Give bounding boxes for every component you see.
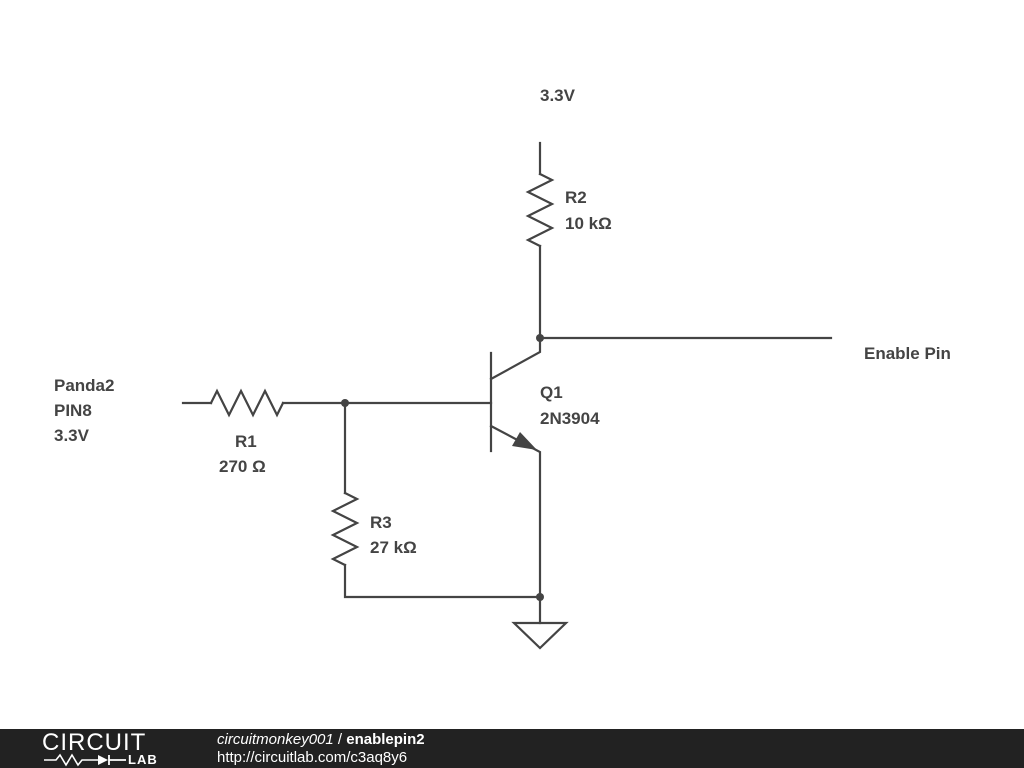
circuit-schematic: 3.3V R2 10 kΩ Enable Pin Panda2 PIN8 3.3… (54, 86, 951, 650)
label-enable-pin: Enable Pin (864, 344, 951, 363)
label-r2-value: 10 kΩ (565, 214, 612, 233)
footer-url-link[interactable]: http://circuitlab.com/c3aq8y6 (217, 749, 408, 766)
resistor-r1 (209, 388, 285, 418)
q1-collector-lead (489, 336, 542, 381)
label-input-line2: PIN8 (54, 401, 92, 420)
label-input-line3: 3.3V (54, 426, 90, 445)
logo-resistor-diode-icon (44, 753, 126, 767)
footer-project-link[interactable]: enablepin2 (346, 731, 425, 748)
footer-separator: / (333, 731, 347, 748)
logo-text-circuit: CIRCUIT (42, 729, 147, 756)
logo-text-lab: LAB (128, 752, 158, 767)
transistor-q1 (489, 336, 542, 600)
q1-emitter-lead (489, 424, 542, 600)
q1-emitter-arrow (512, 432, 537, 450)
label-r1-ref: R1 (235, 432, 257, 451)
label-r3-value: 27 kΩ (370, 538, 417, 557)
label-r2-ref: R2 (565, 188, 587, 207)
label-q1-part: 2N3904 (540, 409, 600, 428)
label-supply: 3.3V (540, 86, 576, 105)
label-input-line1: Panda2 (54, 376, 114, 395)
label-q1-ref: Q1 (540, 383, 563, 402)
footer-title: circuitmonkey001 / enablepin2 (217, 731, 425, 748)
footer-user-link[interactable]: circuitmonkey001 (217, 731, 334, 748)
resistor-r2 (525, 172, 555, 248)
ground-icon (511, 621, 569, 650)
footer-bar: CIRCUIT LAB circuitmonkey001 / enablepin… (0, 729, 1024, 768)
wire-r3-to-ground (343, 563, 542, 599)
resistor-r3 (330, 491, 360, 567)
circuitlab-logo[interactable]: CIRCUIT LAB (42, 731, 177, 767)
label-r1-value: 270 Ω (219, 457, 266, 476)
label-r3-ref: R3 (370, 513, 392, 532)
